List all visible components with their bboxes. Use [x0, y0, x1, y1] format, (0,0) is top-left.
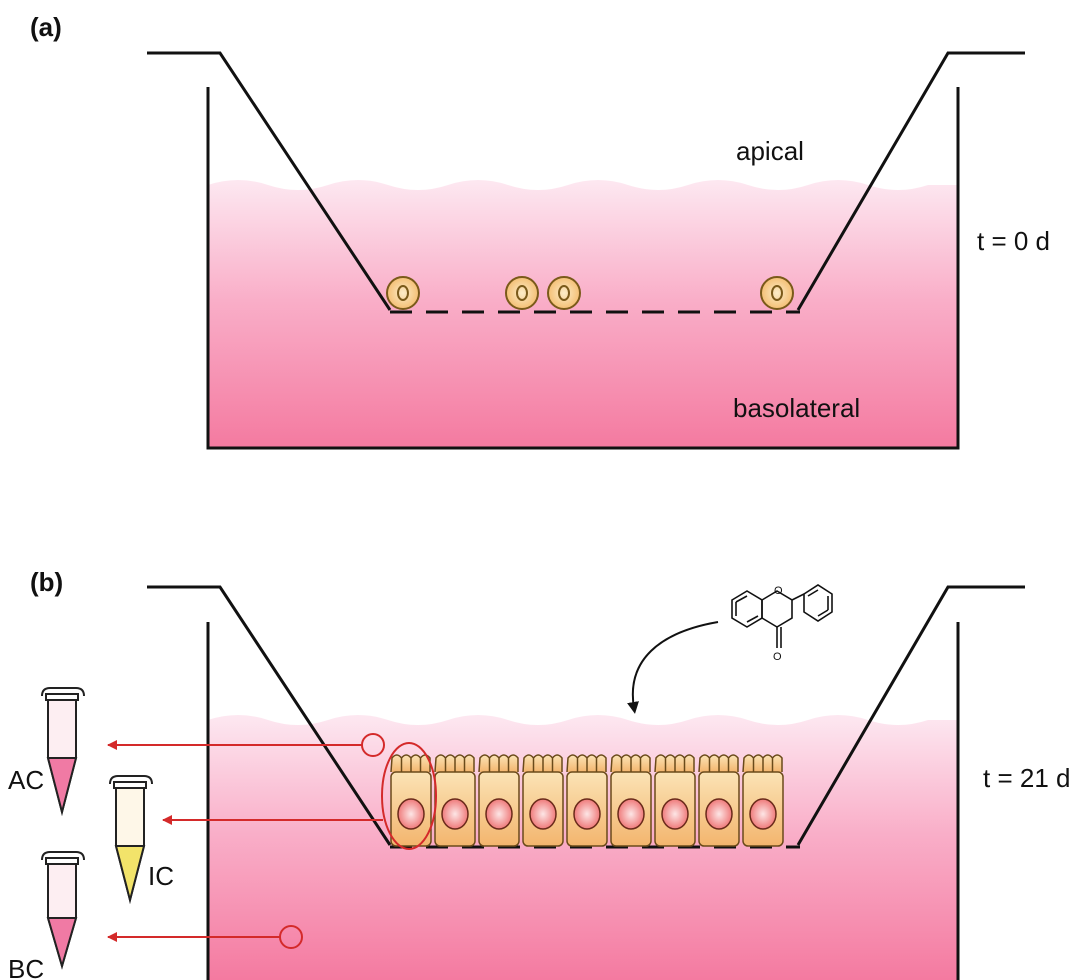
panel-a-time-label: t = 0 d — [977, 226, 1050, 256]
sampled-cell-highlight — [381, 742, 437, 850]
panel-b-time-label: t = 21 d — [983, 763, 1070, 793]
microvilli — [390, 754, 431, 773]
tube-ac-label: AC — [8, 765, 44, 795]
epithelial-cell — [610, 754, 652, 847]
cell-nucleus — [573, 798, 601, 830]
seeded-cell — [547, 276, 581, 310]
seeded-cell — [760, 276, 794, 310]
basolateral-label: basolateral — [733, 393, 860, 423]
cell-monolayer — [390, 754, 784, 847]
sample-tube-ac — [41, 687, 85, 816]
cell-nucleus — [617, 798, 645, 830]
microvilli — [478, 754, 519, 773]
tube-ic-label: IC — [148, 861, 174, 891]
cell-nucleus — [749, 798, 777, 830]
panel-a-insert — [147, 51, 1025, 311]
microvilli — [742, 754, 783, 773]
epithelial-cell — [478, 754, 520, 847]
sample-tube-ic — [109, 775, 153, 904]
panel-a-outer-well — [206, 87, 960, 450]
epithelial-cell — [390, 754, 432, 847]
svg-text:O: O — [773, 651, 782, 663]
cell-nucleus — [705, 798, 733, 830]
microvilli — [434, 754, 475, 773]
microvilli — [654, 754, 695, 773]
epithelial-cell — [434, 754, 476, 847]
seeded-cell — [386, 276, 420, 310]
microvilli — [698, 754, 739, 773]
panel-b: (b) O O — [8, 567, 1070, 980]
microvilli — [522, 754, 563, 773]
cell-nucleus — [529, 798, 557, 830]
epithelial-cell — [654, 754, 696, 847]
microvilli — [566, 754, 607, 773]
cell-nucleus — [661, 798, 689, 830]
svg-text:O: O — [774, 585, 783, 597]
panel-b-label: (b) — [30, 567, 63, 597]
cell-nucleus — [397, 798, 425, 830]
sampling-arrows — [107, 733, 385, 949]
compound-addition-arrow — [627, 621, 719, 714]
basolateral-sampling-point — [279, 925, 303, 949]
microvilli — [610, 754, 651, 773]
panel-b-outer-well — [206, 622, 960, 980]
epithelial-cell — [566, 754, 608, 847]
cell-nucleus — [441, 798, 469, 830]
tube-ic-content — [114, 845, 146, 904]
apical-sampling-point — [361, 733, 385, 757]
tube-bc-content — [46, 917, 78, 970]
epithelial-cell — [698, 754, 740, 847]
apical-label: apical — [736, 136, 804, 166]
panel-a: (a) api — [30, 12, 1050, 450]
epithelial-cell — [522, 754, 564, 847]
sample-tube-bc — [41, 851, 85, 970]
panel-a-label: (a) — [30, 12, 62, 42]
seeded-cell — [505, 276, 539, 310]
tube-ac-content — [46, 757, 78, 816]
cell-nucleus — [485, 798, 513, 830]
panel-a-seeded-cells — [386, 276, 794, 310]
epithelial-cell — [742, 754, 784, 847]
panel-b-insert — [147, 585, 1025, 846]
flavanone-structure-icon: O O — [731, 584, 833, 663]
panel-a-medium — [208, 180, 958, 448]
tube-bc-label: BC — [8, 954, 44, 980]
